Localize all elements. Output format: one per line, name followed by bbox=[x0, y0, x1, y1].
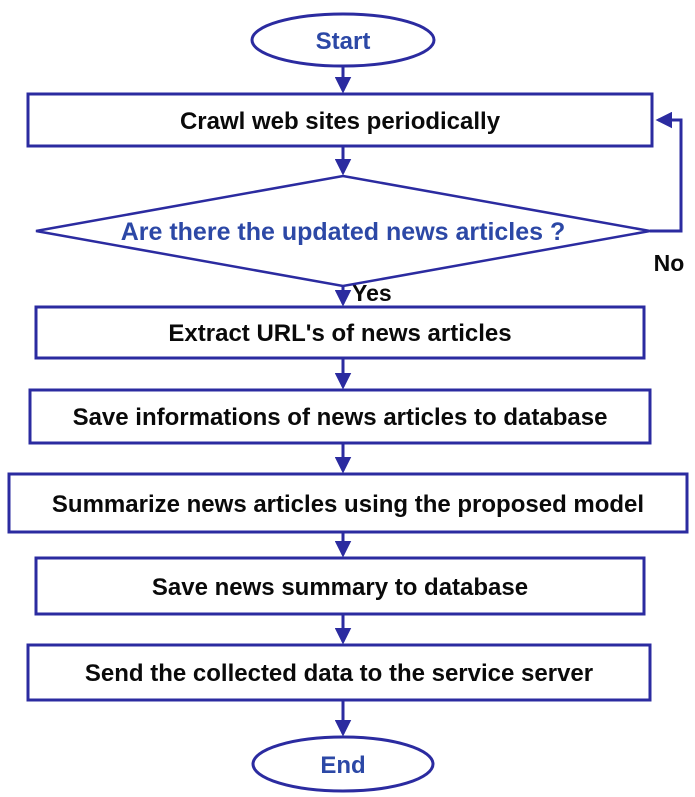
node-end: End bbox=[251, 735, 435, 793]
node-crawl-label: Crawl web sites periodically bbox=[180, 108, 501, 135]
decision-diamond bbox=[35, 174, 651, 288]
node-save-summary: Save news summary to database bbox=[34, 556, 646, 616]
summarize-box bbox=[7, 472, 689, 534]
edge-label-no: No bbox=[654, 250, 685, 276]
node-save-summary-label: Save news summary to database bbox=[152, 574, 528, 601]
save-summary-box bbox=[34, 556, 646, 616]
node-summarize-label: Summarize news articles using the propos… bbox=[52, 491, 644, 518]
node-summarize: Summarize news articles using the propos… bbox=[7, 472, 689, 534]
node-end-label: End bbox=[320, 752, 365, 779]
node-decision: Are there the updated news articles ? bbox=[35, 174, 651, 288]
send-box bbox=[26, 643, 652, 702]
connector-decision-no-loop bbox=[650, 111, 683, 233]
crawl-box bbox=[26, 92, 654, 148]
extract-box bbox=[34, 305, 646, 360]
flow-connectors bbox=[334, 67, 683, 737]
node-save-info-label: Save informations of news articles to da… bbox=[73, 404, 608, 431]
node-send: Send the collected data to the service s… bbox=[26, 643, 652, 702]
node-start: Start bbox=[250, 12, 436, 68]
save-info-box bbox=[28, 388, 652, 445]
node-extract-label: Extract URL's of news articles bbox=[168, 320, 511, 347]
node-extract: Extract URL's of news articles bbox=[34, 305, 646, 360]
node-decision-label: Are there the updated news articles ? bbox=[121, 218, 566, 246]
node-send-label: Send the collected data to the service s… bbox=[85, 660, 593, 687]
end-ellipse bbox=[251, 735, 435, 793]
node-start-label: Start bbox=[316, 28, 371, 55]
node-crawl: Crawl web sites periodically bbox=[26, 92, 654, 148]
node-save-info: Save informations of news articles to da… bbox=[28, 388, 652, 445]
start-ellipse bbox=[250, 12, 436, 68]
